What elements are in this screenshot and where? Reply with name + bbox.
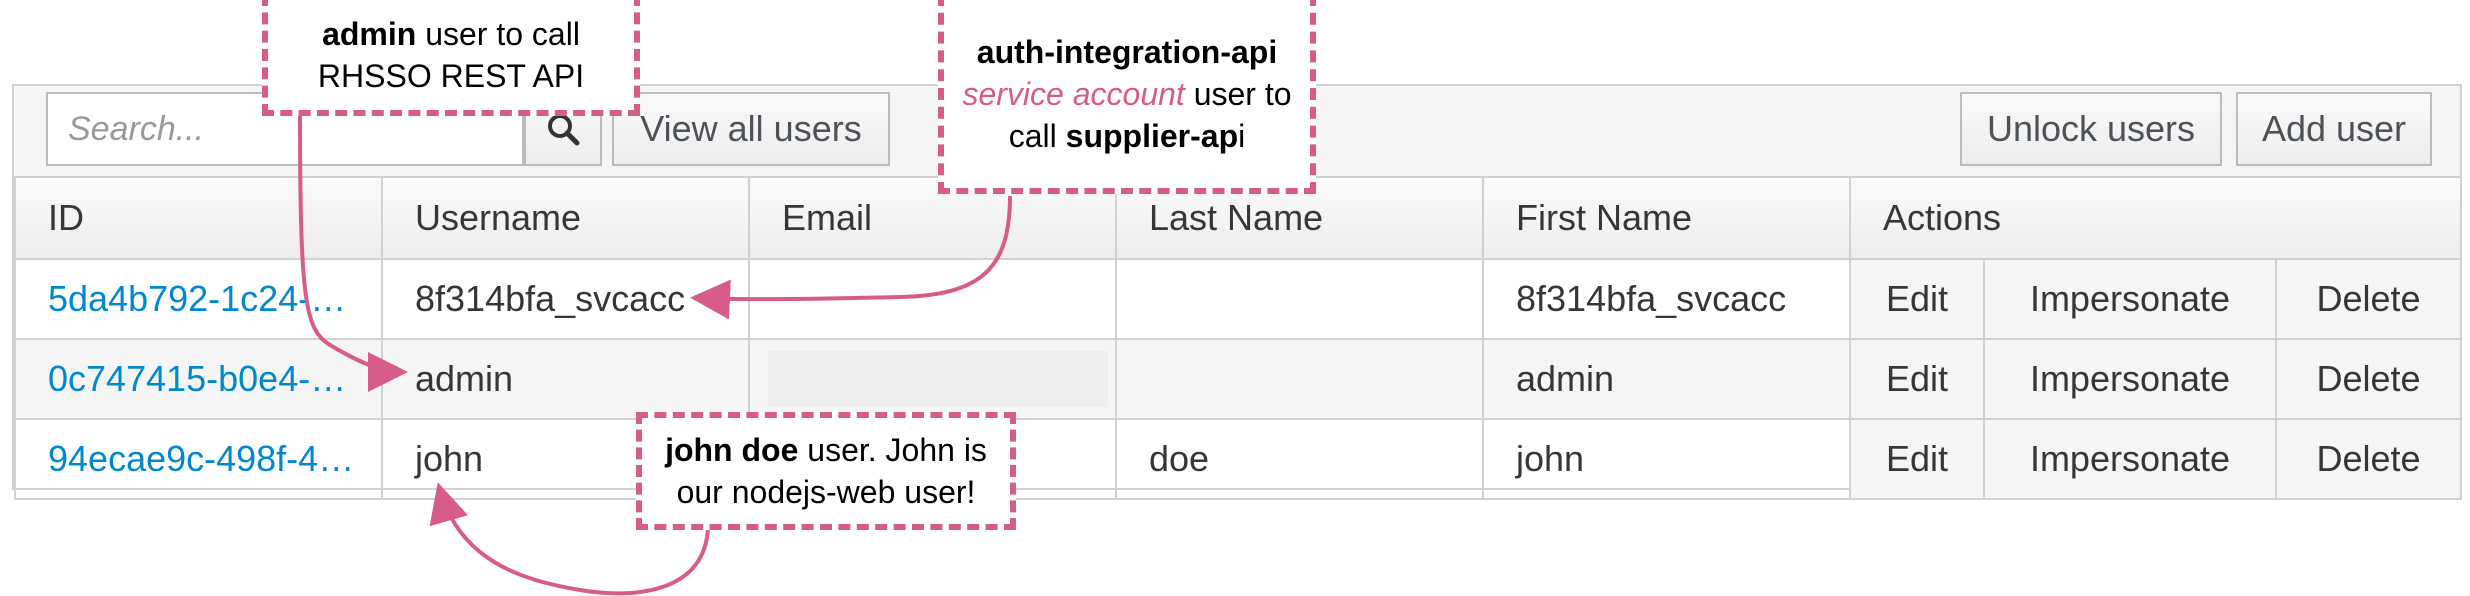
last-name-cell — [1115, 338, 1484, 420]
column-header-username[interactable]: Username — [381, 176, 750, 260]
svc-callout-line3: call supplier-api — [944, 115, 1310, 157]
svc-callout-pink: service account — [962, 76, 1185, 112]
unlock-users-button[interactable]: Unlock users — [1960, 92, 2222, 166]
john-callout-bold: john doe — [665, 432, 799, 468]
delete-button[interactable]: Delete — [2275, 258, 2462, 340]
svc-callout-line3-post: i — [1238, 118, 1246, 154]
john-callout: john doe user. John is our nodejs-web us… — [636, 412, 1016, 530]
delete-button[interactable]: Delete — [2275, 338, 2462, 420]
john-callout-line2: our nodejs-web user! — [676, 474, 976, 510]
first-name-cell: john — [1482, 418, 1851, 500]
delete-button[interactable]: Delete — [2275, 418, 2462, 500]
user-id-link[interactable]: 5da4b792-1c24-… — [48, 278, 347, 319]
table-row: 0c747415-b0e4-… admin admin Edit Imperso… — [14, 338, 2462, 420]
svc-callout-line1: auth-integration-api — [944, 31, 1310, 73]
impersonate-button[interactable]: Impersonate — [1983, 258, 2277, 340]
admin-callout-bold: admin — [322, 16, 417, 52]
user-id-link[interactable]: 94ecae9c-498f-4… — [48, 438, 355, 479]
edit-button[interactable]: Edit — [1849, 418, 1985, 500]
username-cell: admin — [381, 338, 750, 420]
admin-callout: admin user to call RHSSO REST API — [262, 0, 640, 116]
user-id-cell: 94ecae9c-498f-4… — [14, 418, 383, 500]
column-header-id[interactable]: ID — [14, 176, 383, 260]
impersonate-button[interactable]: Impersonate — [1983, 338, 2277, 420]
svc-callout-line2-rest: user to — [1184, 76, 1292, 112]
email-cell — [748, 338, 1117, 420]
john-callout-line1-rest: user. John is — [798, 432, 987, 468]
user-id-cell: 0c747415-b0e4-… — [14, 338, 383, 420]
email-cell — [748, 258, 1117, 340]
column-header-actions: Actions — [1849, 176, 2462, 260]
edit-button[interactable]: Edit — [1849, 338, 1985, 420]
first-name-cell: admin — [1482, 338, 1851, 420]
add-user-button[interactable]: Add user — [2236, 92, 2432, 166]
svc-callout-line3-pre: call — [1008, 118, 1066, 154]
admin-callout-line2: RHSSO REST API — [317, 58, 585, 94]
users-table: ID Username Email Last Name First Name A… — [14, 176, 2462, 500]
edit-button[interactable]: Edit — [1849, 258, 1985, 340]
last-name-cell — [1115, 258, 1484, 340]
admin-callout-line1-rest: user to call — [416, 16, 580, 52]
first-name-cell: 8f314bfa_svcacc — [1482, 258, 1851, 340]
column-header-first-name[interactable]: First Name — [1482, 176, 1851, 260]
svc-callout-line3-bold: supplier-ap — [1065, 118, 1239, 154]
table-row: 94ecae9c-498f-4… john doe john Edit Impe… — [14, 418, 2462, 500]
table-row: 5da4b792-1c24-… 8f314bfa_svcacc 8f314bfa… — [14, 258, 2462, 340]
svc-callout-line2: service account user to — [944, 73, 1310, 115]
svc-callout-title: auth-integration-api — [976, 34, 1278, 70]
email-value — [768, 351, 1108, 407]
svc-account-callout: auth-integration-api service account use… — [938, 0, 1316, 194]
john-callout-line1: john doe user. John is — [642, 429, 1010, 471]
user-id-link[interactable]: 0c747415-b0e4-… — [48, 358, 347, 399]
search-icon — [548, 114, 580, 146]
admin-callout-line1: admin user to call — [268, 13, 634, 55]
impersonate-button[interactable]: Impersonate — [1983, 418, 2277, 500]
user-id-cell: 5da4b792-1c24-… — [14, 258, 383, 340]
view-all-users-button[interactable]: View all users — [612, 92, 890, 166]
username-cell: 8f314bfa_svcacc — [381, 258, 750, 340]
last-name-cell: doe — [1115, 418, 1484, 500]
